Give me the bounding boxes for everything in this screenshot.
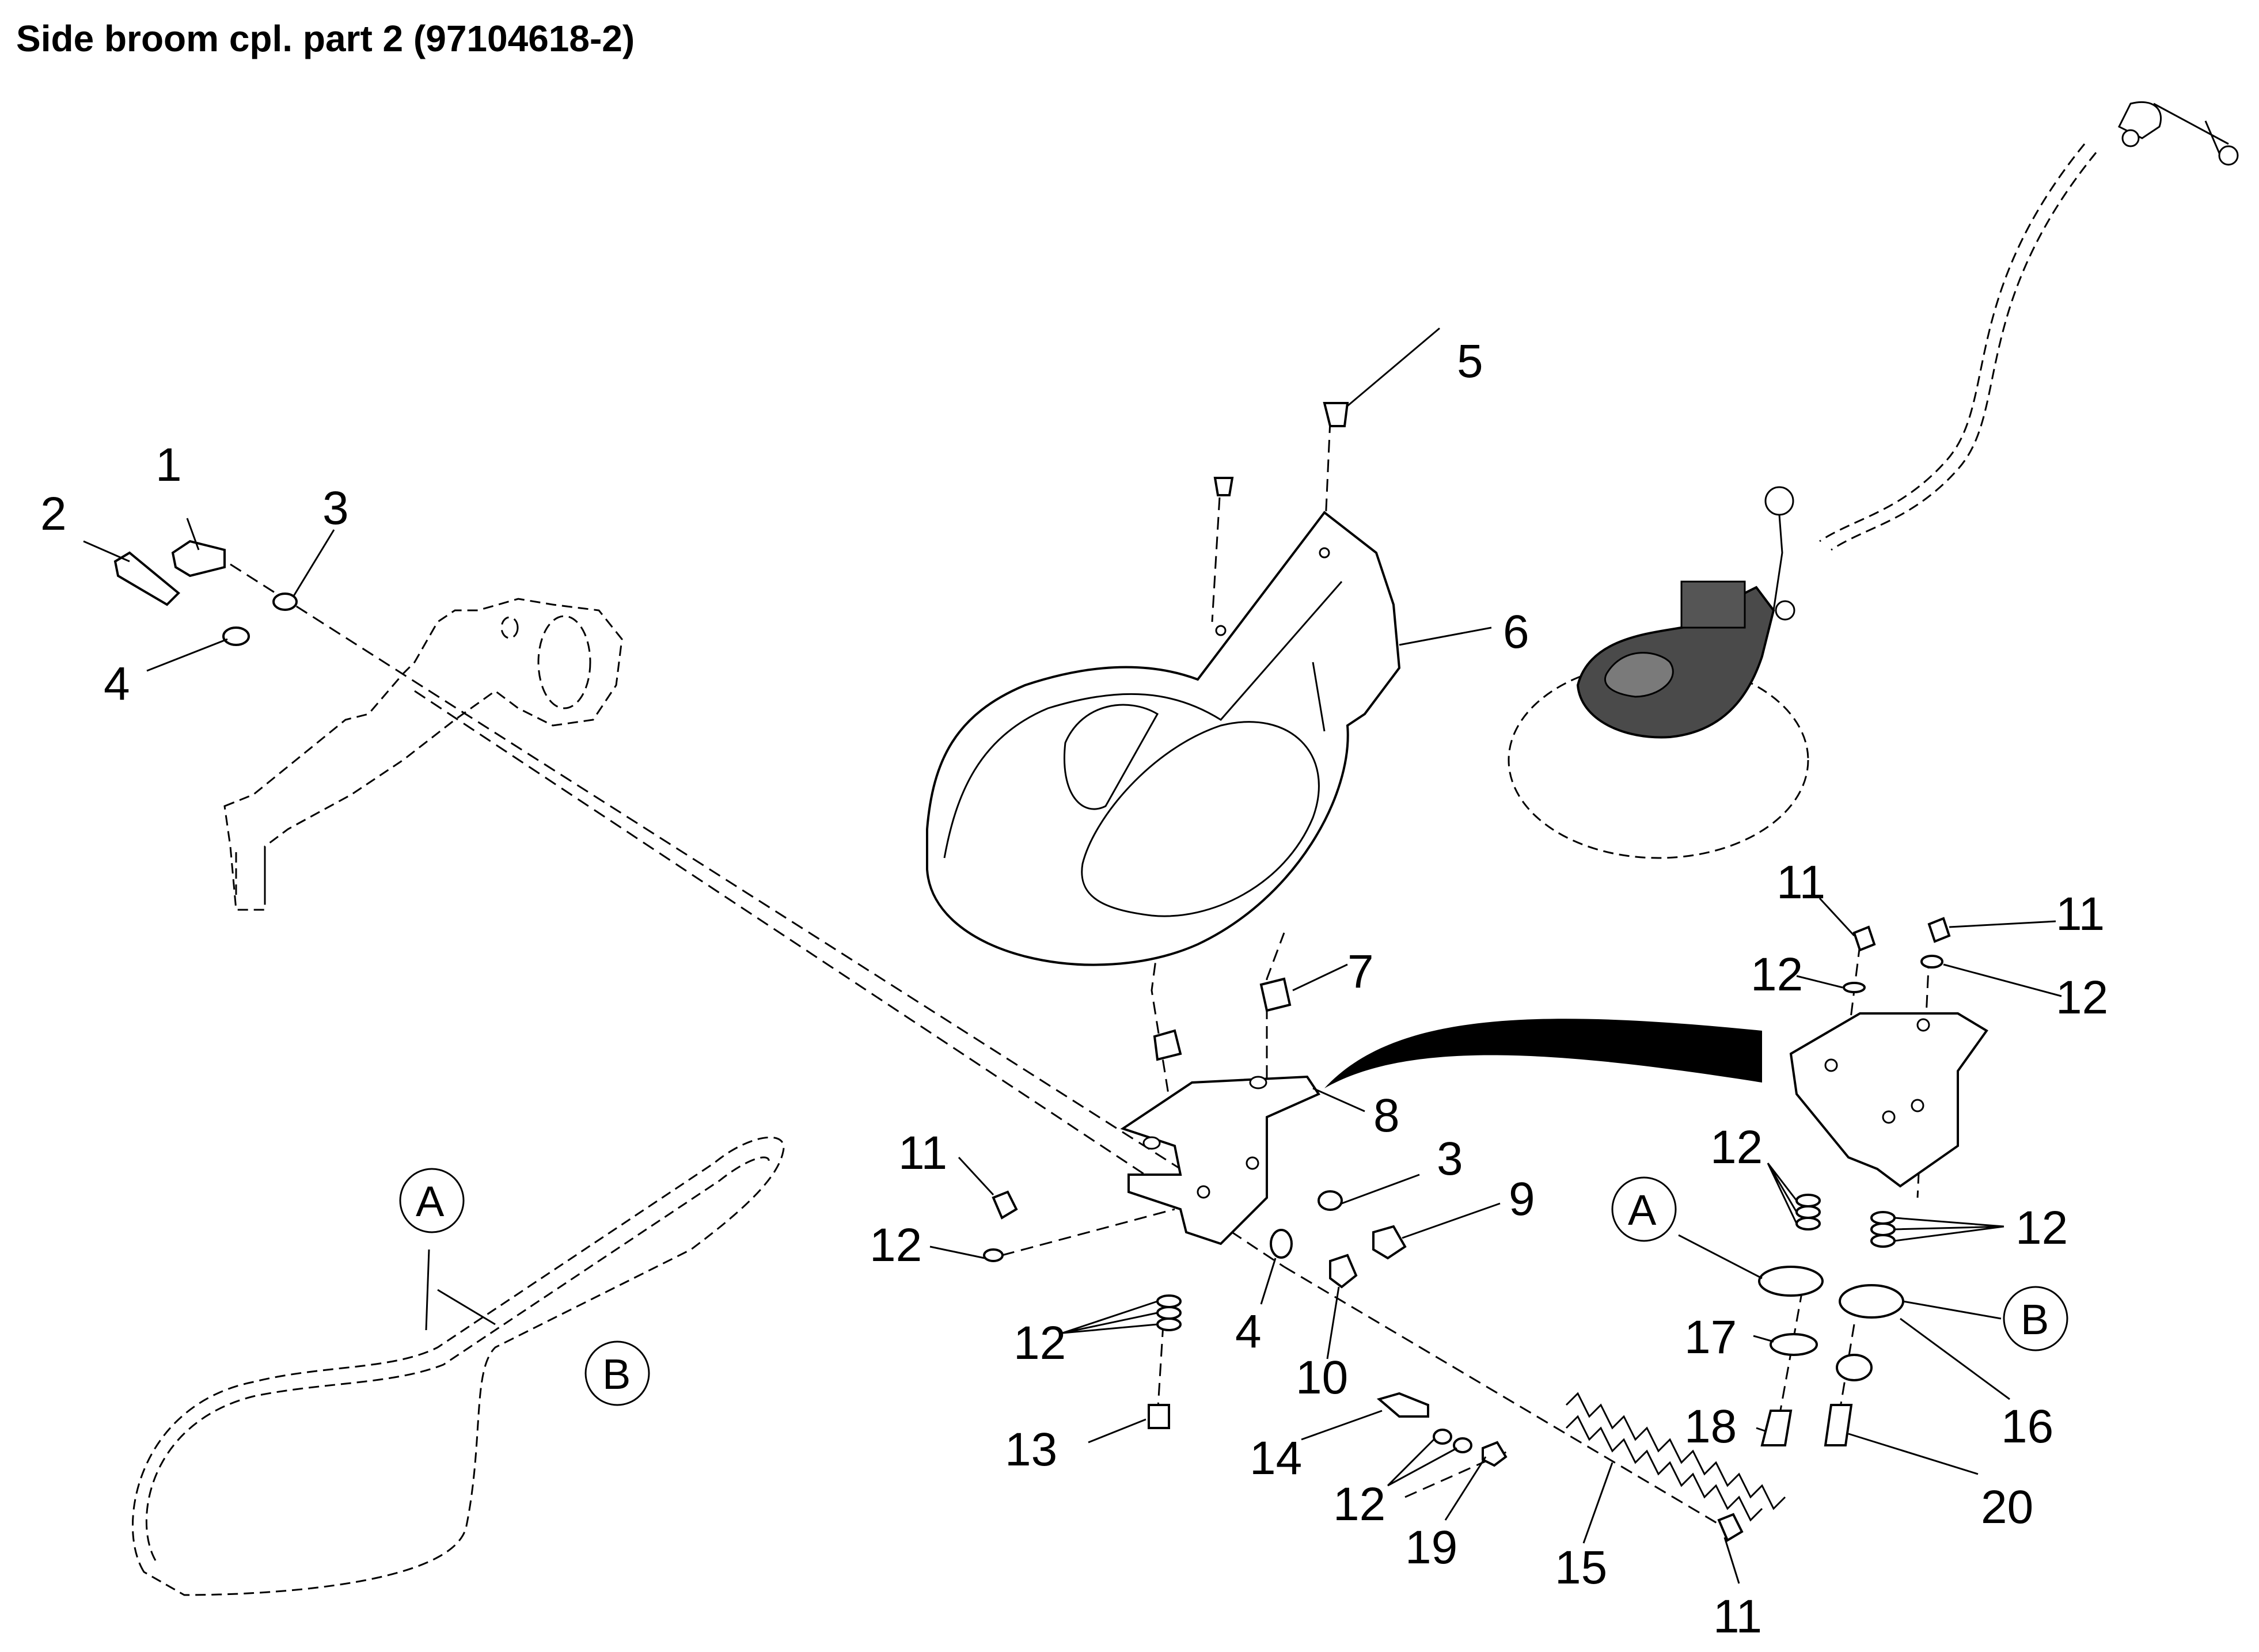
callout-19: 19 bbox=[1405, 1521, 1457, 1574]
callout-12-stack-left: 12 bbox=[1013, 1317, 1066, 1369]
broom-circle-ghost bbox=[1508, 143, 2097, 859]
callout-4-top: 4 bbox=[104, 658, 130, 710]
callout-17: 17 bbox=[1684, 1311, 1737, 1364]
arm-path-ghost bbox=[131, 1136, 785, 1596]
callout-5: 5 bbox=[1457, 335, 1483, 388]
marker-a-right: A bbox=[1628, 1186, 1657, 1234]
callout-16: 16 bbox=[2001, 1400, 2053, 1453]
callout-12-bottom: 12 bbox=[1333, 1478, 1385, 1531]
marker-a-left: A bbox=[416, 1178, 445, 1225]
callout-3-mid: 3 bbox=[1437, 1133, 1463, 1185]
swing-arm-ghost bbox=[223, 598, 623, 911]
callout-20: 20 bbox=[1981, 1481, 2033, 1533]
callout-2: 2 bbox=[40, 488, 67, 540]
callout-numbers: 1 2 3 4 5 6 7 8 3 9 11 12 12 4 10 13 14 … bbox=[40, 335, 2108, 1643]
callout-11-bottom: 11 bbox=[1713, 1590, 1762, 1643]
callout-12-right-a: 12 bbox=[1751, 948, 1803, 1001]
callout-12-left: 12 bbox=[870, 1219, 922, 1271]
broom-motor-assembly bbox=[1576, 101, 2239, 739]
callout-12-right-b: 12 bbox=[2056, 971, 2108, 1024]
callout-18: 18 bbox=[1684, 1400, 1737, 1453]
callout-10: 10 bbox=[1296, 1351, 1348, 1404]
callout-11-left: 11 bbox=[898, 1127, 947, 1179]
callout-6: 6 bbox=[1503, 606, 1529, 658]
callout-11-right-b: 11 bbox=[2056, 888, 2105, 940]
callout-7: 7 bbox=[1347, 945, 1374, 998]
callout-13: 13 bbox=[1005, 1423, 1057, 1476]
callout-14: 14 bbox=[1250, 1432, 1302, 1484]
marker-b-right: B bbox=[2021, 1296, 2049, 1343]
direction-arrow bbox=[1324, 1019, 1762, 1088]
broom-cover-part bbox=[926, 511, 1401, 966]
right-bracket-ghost bbox=[1789, 1012, 1988, 1188]
detail-marker-circles bbox=[399, 1168, 2068, 1406]
callout-1: 1 bbox=[155, 439, 182, 491]
callout-9: 9 bbox=[1509, 1173, 1535, 1225]
hardware-parts bbox=[113, 402, 1951, 1542]
spring-part bbox=[1565, 1392, 1786, 1522]
marker-b-left: B bbox=[602, 1350, 631, 1398]
callout-12-right-stack-a: 12 bbox=[1710, 1121, 1763, 1174]
detail-marker-letters: A B A B bbox=[416, 1178, 2049, 1398]
callout-8: 8 bbox=[1373, 1089, 1400, 1142]
callout-3-top: 3 bbox=[322, 482, 349, 534]
callout-11-right-a: 11 bbox=[1776, 856, 1825, 909]
mounting-bracket-part bbox=[1120, 1075, 1320, 1245]
diagram-title: Side broom cpl. part 2 (97104618-2) bbox=[16, 18, 635, 59]
leader-lines bbox=[83, 327, 2062, 1584]
callout-12-right-stack-b: 12 bbox=[2015, 1202, 2068, 1254]
assembly-axis-lines bbox=[230, 420, 1930, 1527]
callout-15: 15 bbox=[1555, 1541, 1607, 1594]
callout-4-mid: 4 bbox=[1235, 1305, 1262, 1358]
